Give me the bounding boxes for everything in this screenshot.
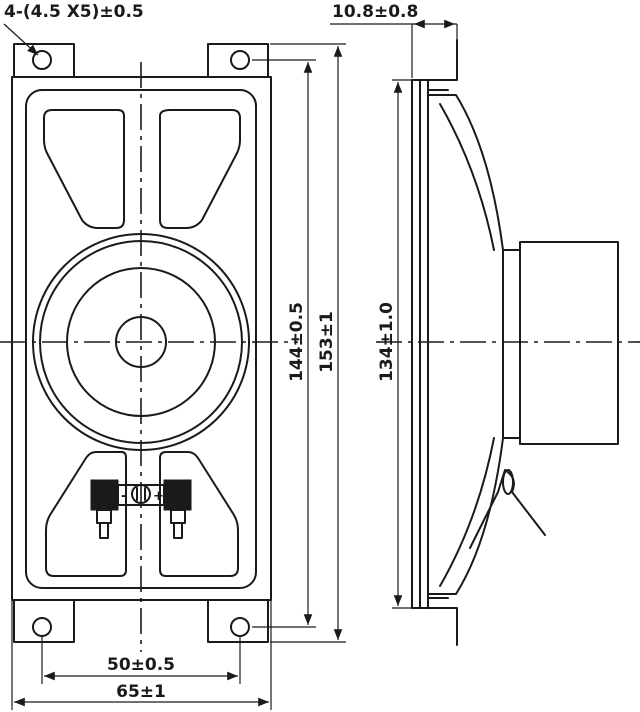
hole-note: 4-(4.5 X5)±0.5 — [4, 2, 144, 22]
dim-inner-height: 144±0.5 — [252, 59, 316, 628]
side-bracket-bottom — [427, 597, 458, 646]
dim-overall-width: 65±1 — [11, 600, 272, 710]
terminal-plus-label: + — [153, 489, 164, 504]
mounting-tab-bottom-right — [207, 599, 269, 643]
svg-text:10.8±0.8: 10.8±0.8 — [332, 2, 418, 22]
front-view: - + 4-(4.5 X5)±0.5 144±0.5 153±1 — [0, 2, 346, 710]
mounting-hole-bottom-left — [32, 617, 52, 637]
vent-upper-right — [159, 109, 241, 229]
mounting-tab-top-left — [13, 43, 75, 78]
terminal-minus-label: - — [121, 489, 126, 504]
vent-upper-left — [43, 109, 125, 229]
svg-text:65±1: 65±1 — [116, 682, 166, 702]
dim-outer-height: 153±1 — [270, 43, 346, 643]
side-magnet — [519, 241, 619, 445]
mounting-hole-bottom-right — [230, 617, 250, 637]
side-basket — [427, 94, 521, 595]
svg-text:153±1: 153±1 — [317, 311, 337, 373]
vent-lower-left — [45, 451, 127, 577]
dim-depth: 10.8±0.8 — [330, 2, 458, 78]
svg-text:144±0.5: 144±0.5 — [287, 302, 307, 382]
vent-lower-right — [159, 451, 239, 577]
terminal-board: - + — [90, 479, 192, 539]
svg-text:134±1.0: 134±1.0 — [377, 302, 397, 382]
mounting-tab-bottom-left — [13, 599, 75, 643]
side-view: 10.8±0.8 134±1.0 — [330, 2, 640, 646]
mounting-hole-top-right — [230, 50, 250, 70]
svg-text:50±0.5: 50±0.5 — [107, 655, 175, 675]
side-bracket-top — [427, 39, 458, 91]
dim-frame-height: 134±1.0 — [377, 79, 412, 609]
mounting-hole-top-left — [32, 50, 52, 70]
dim-hole-spacing: 50±0.5 — [41, 636, 241, 684]
